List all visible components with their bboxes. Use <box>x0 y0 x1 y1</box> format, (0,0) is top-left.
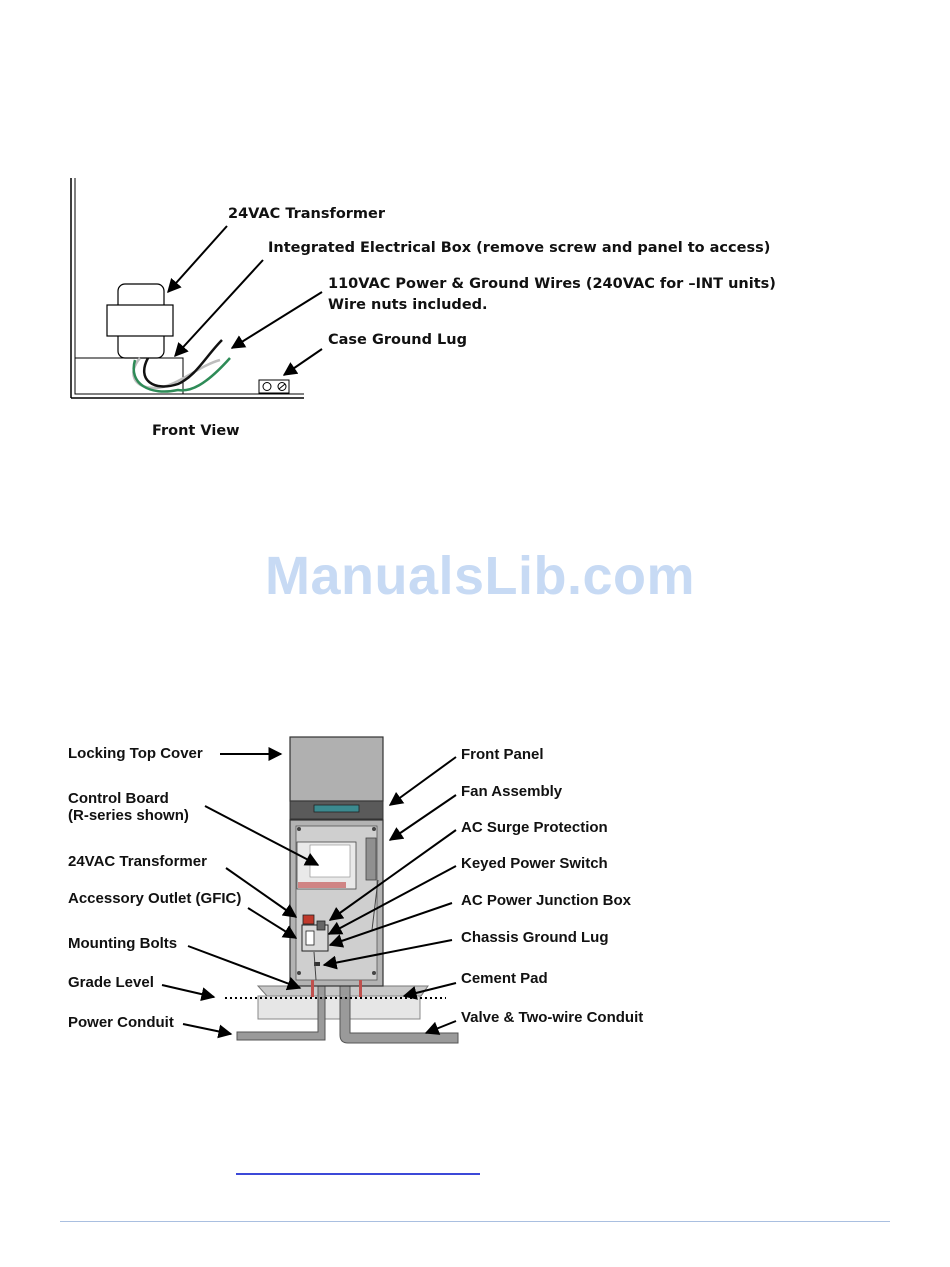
arrow-front-panel <box>388 756 457 806</box>
top-cover <box>289 736 384 802</box>
label-junction-box: AC Power Junction Box <box>461 892 632 909</box>
label-accessory-outlet: Accessory Outlet (GFIC) <box>68 890 242 907</box>
front-view-drawing <box>70 178 323 399</box>
arrow-cement-pad <box>402 982 457 1000</box>
label-mounting-bolts: Mounting Bolts <box>68 935 178 952</box>
label-transformer: 24VAC Transformer <box>68 853 207 870</box>
ground-lug-screw-2 <box>277 382 287 391</box>
arrow-power-switch <box>327 865 457 935</box>
footer-divider <box>60 1221 890 1222</box>
green-wire <box>132 357 231 393</box>
transformer-coil <box>106 304 174 337</box>
label-chassis-ground-lug: Chassis Ground Lug <box>461 929 609 946</box>
fv-label-transformer: 24VAC Transformer <box>228 206 386 222</box>
label-surge-protection: AC Surge Protection <box>461 819 608 836</box>
power-switch <box>316 920 326 931</box>
ground-lug-screw-1 <box>262 382 272 391</box>
label-power-switch: Keyed Power Switch <box>461 855 608 872</box>
fv-label-power-wires-line1: 110VAC Power & Ground Wires (240VAC for … <box>328 276 776 292</box>
arrow-grade-level <box>161 984 216 1001</box>
mounting-bolt-right <box>359 980 362 997</box>
pedestal-drawing <box>161 736 459 1044</box>
label-valve-conduit: Valve & Two-wire Conduit <box>461 1009 644 1026</box>
label-power-conduit: Power Conduit <box>68 1014 174 1031</box>
fv-label-electrical-box: Integrated Electrical Box (remove screw … <box>268 240 771 256</box>
label-top-cover: Locking Top Cover <box>68 745 203 762</box>
cement-pad <box>257 995 421 1020</box>
fv-label-power-wires-line2: Wire nuts included. <box>328 297 488 313</box>
label-control-board-line1: Control Board <box>68 790 169 807</box>
link-underline[interactable] <box>236 1173 480 1175</box>
arrow-accessory-outlet <box>247 907 298 939</box>
arrow-mounting-bolts <box>187 945 302 991</box>
accessory-outlet <box>305 930 315 946</box>
label-control-board-line2: (R-series shown) <box>68 807 189 824</box>
fv-label-ground-lug: Case Ground Lug <box>328 332 467 348</box>
power-conduit <box>236 970 326 1041</box>
arrow-chassis-ground-lug <box>322 939 453 970</box>
fv-caption: Front View <box>152 423 240 439</box>
arrow-fv-ground-lug <box>282 348 323 376</box>
arrow-fv-transformer <box>167 225 228 294</box>
label-grade-level: Grade Level <box>68 974 154 991</box>
electrical-box <box>74 357 184 395</box>
label-front-panel: Front Panel <box>461 746 544 763</box>
label-cement-pad: Cement Pad <box>461 970 548 987</box>
arrow-surge-protection <box>328 829 457 921</box>
arrow-fan-assembly <box>388 794 457 841</box>
arrow-valve-conduit <box>424 1020 457 1035</box>
arrow-transformer <box>225 867 298 918</box>
surge-protector <box>302 914 315 925</box>
mounting-bolt-left <box>311 980 314 997</box>
arrow-fv-power-wires <box>230 291 323 349</box>
arrow-junction-box <box>328 902 453 948</box>
ground-lug-plate <box>258 379 290 394</box>
arrow-fv-electrical-box <box>174 259 264 358</box>
watermark: ManualsLib.com <box>265 546 696 606</box>
arrow-control-board <box>204 805 320 866</box>
valve-conduit <box>339 980 459 1044</box>
front-panel-display <box>313 804 360 813</box>
label-fan-assembly: Fan Assembly <box>461 783 563 800</box>
chassis-ground-lug <box>314 962 320 966</box>
black-wire <box>142 339 223 388</box>
arrow-power-conduit <box>182 1023 233 1039</box>
fan-assembly <box>365 837 377 881</box>
